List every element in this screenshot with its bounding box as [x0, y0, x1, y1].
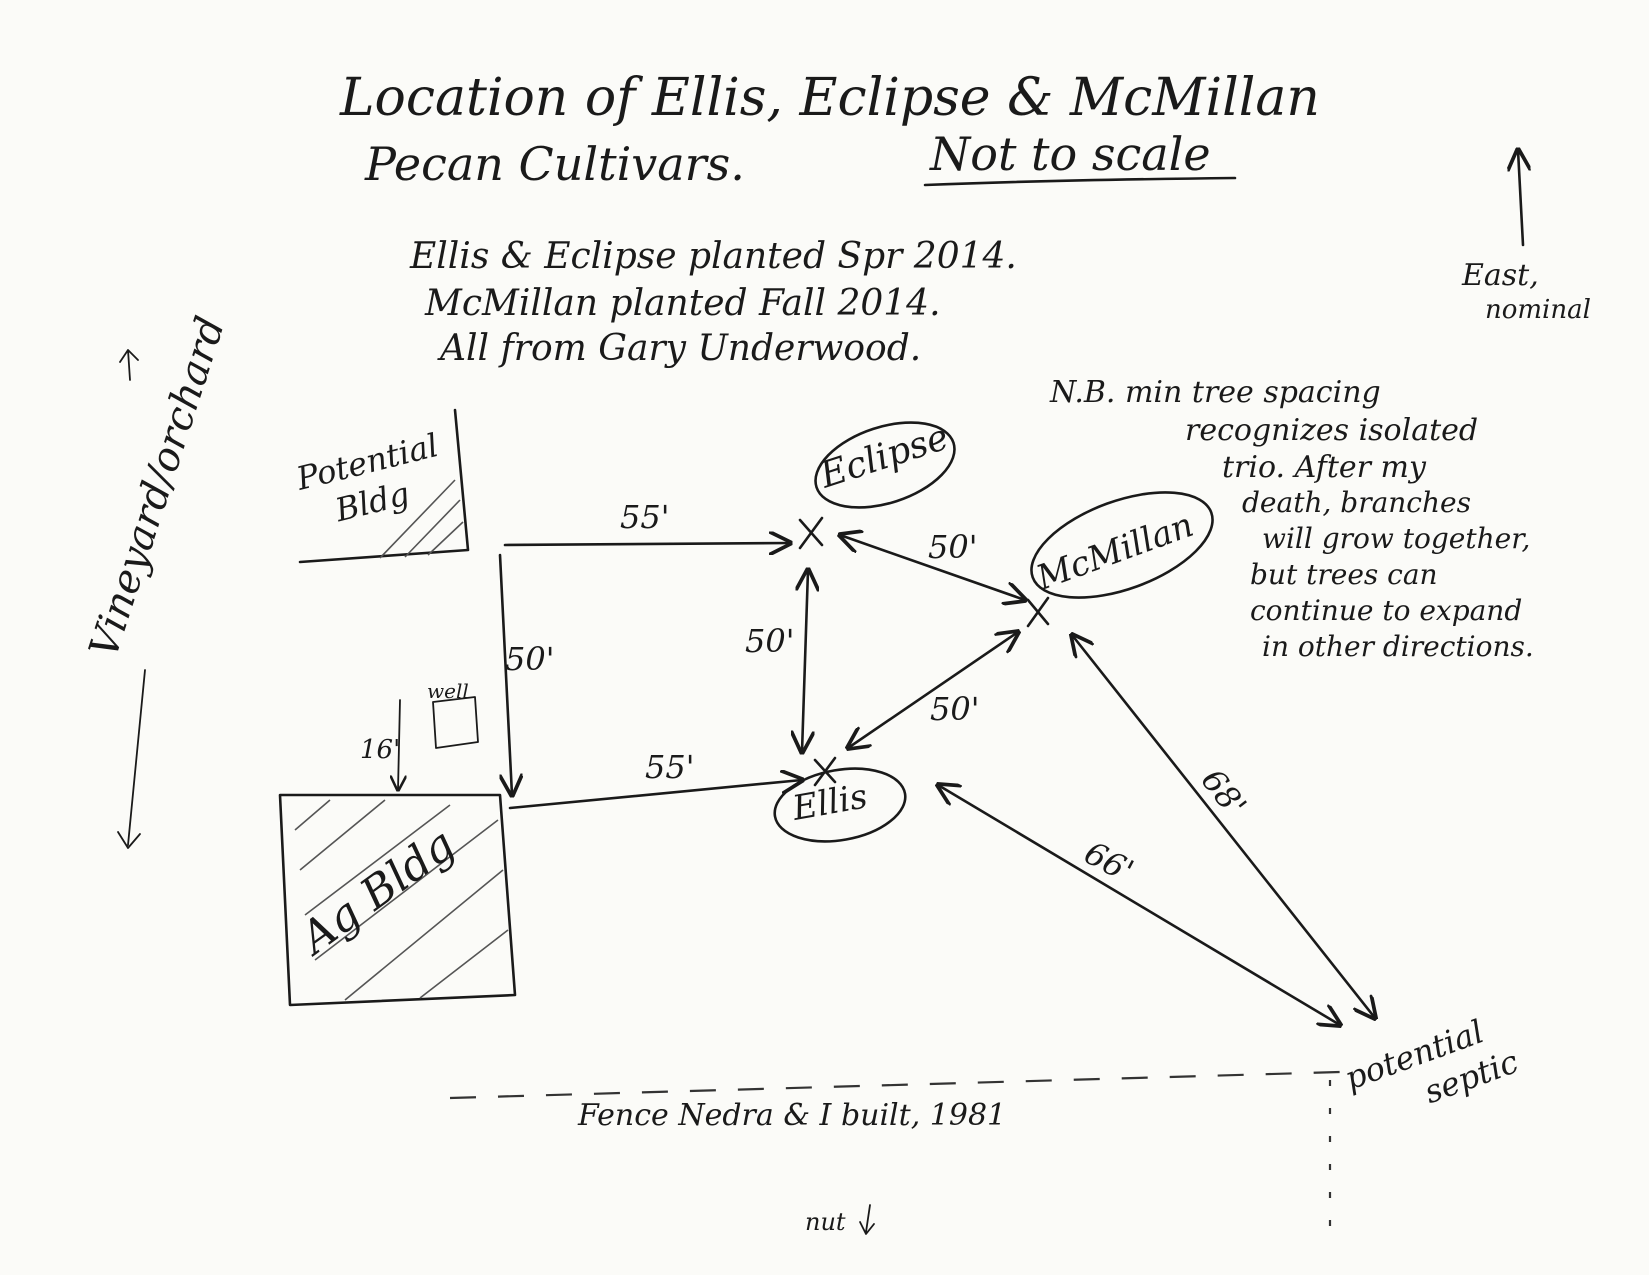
well-label: well [427, 679, 469, 703]
dist-mcmillan-septic: 68' [1194, 762, 1254, 824]
fence-label: Fence Nedra & I built, 1981 [577, 1098, 1006, 1133]
planting-note-2: McMillan planted Fall 2014. [424, 283, 941, 324]
ag-bldg-outline [278, 793, 517, 1007]
potential-bldg-label: Potential Bldg [292, 426, 442, 530]
potential-bldg-outline [298, 408, 470, 564]
spacing-note-2: recognizes isolated [1185, 413, 1478, 448]
mcmillan-bubble [1030, 491, 1214, 599]
spacing-note-6: but trees can [1250, 558, 1438, 591]
side-label: Vineyard/orchard [81, 311, 234, 663]
ellis-bubble [773, 767, 907, 843]
compass-label-1: East, [1461, 258, 1539, 293]
spacing-note-4: death, branches [1242, 486, 1471, 519]
line-ellis-septic [938, 785, 1340, 1025]
east-arrow [1518, 150, 1523, 247]
ellis-label-group: Ellis [789, 776, 871, 829]
ag-bldg-label: Ag Bldg [288, 819, 464, 966]
line-eclipse-ellis [802, 570, 808, 752]
line-eclipse-mcmillan [840, 535, 1025, 600]
well-outline [432, 696, 479, 749]
eclipse-label: Eclipse [814, 417, 953, 497]
mcmillan-label-group: McMillan [1030, 505, 1198, 599]
spacing-note-3: trio. After my [1222, 450, 1427, 485]
mcmillan-label: McMillan [1030, 505, 1198, 599]
line-mcmillan-ellis [848, 632, 1018, 748]
ag-bldg-hatch [294, 799, 509, 1001]
title-line-1: Location of Ellis, Eclipse & McMillan [339, 68, 1320, 128]
scale-underline [923, 176, 1237, 187]
line-bldg-eclipse [503, 543, 790, 545]
spacing-note-5: will grow together, [1262, 522, 1530, 555]
line-mcmillan-septic [1072, 635, 1375, 1018]
well-offset-label: 16' [360, 735, 400, 765]
dist-ellis-septic-group: 66' [1078, 834, 1140, 891]
ag-bldg-label-group: Ag Bldg [288, 819, 464, 966]
eclipse-tree-mark [798, 516, 824, 550]
spacing-note-8: in other directions. [1262, 630, 1534, 663]
compass-label-2: nominal [1485, 295, 1591, 325]
dist-bldg-vertical: 50' [505, 640, 555, 678]
spacing-note-1: N.B. min tree spacing [1049, 375, 1381, 410]
bottom-arrow [859, 1204, 875, 1235]
side-arrow-up [119, 349, 139, 381]
dist-mcmillan-ellis: 50' [930, 690, 980, 728]
side-arrow-down [117, 669, 146, 849]
ellis-label: Ellis [789, 776, 871, 829]
planting-note-3: All from Gary Underwood. [437, 328, 921, 369]
planting-note-1: Ellis & Eclipse planted Spr 2014. [409, 236, 1017, 277]
side-label-group: Vineyard/orchard [81, 311, 234, 663]
line-bldg-ellis [508, 780, 802, 810]
fence-line [449, 1070, 1341, 1100]
line-bldg-vertical [498, 553, 512, 795]
dist-mcmillan-septic-group: 68' [1194, 762, 1254, 824]
septic-label-group: potential septic [1340, 1012, 1524, 1111]
eclipse-label-group: Eclipse [814, 417, 953, 497]
potential-bldg-hatch [379, 479, 464, 559]
dist-bldg-ellis: 55' [645, 748, 695, 786]
scale-note: Not to scale [929, 127, 1211, 181]
title-line-2: Pecan Cultivars. [364, 137, 745, 191]
mcmillan-tree-mark [1026, 596, 1050, 628]
spacing-note-7: continue to expand [1250, 594, 1522, 627]
dist-ellis-septic: 66' [1078, 834, 1140, 891]
eclipse-bubble [814, 421, 956, 509]
dist-eclipse-ellis: 50' [745, 622, 795, 660]
dist-eclipse-mcmillan: 50' [928, 528, 978, 566]
dist-bldg-eclipse: 55' [620, 498, 670, 536]
well-offset-arrow [398, 699, 400, 790]
bottom-mark: nut [805, 1208, 846, 1236]
